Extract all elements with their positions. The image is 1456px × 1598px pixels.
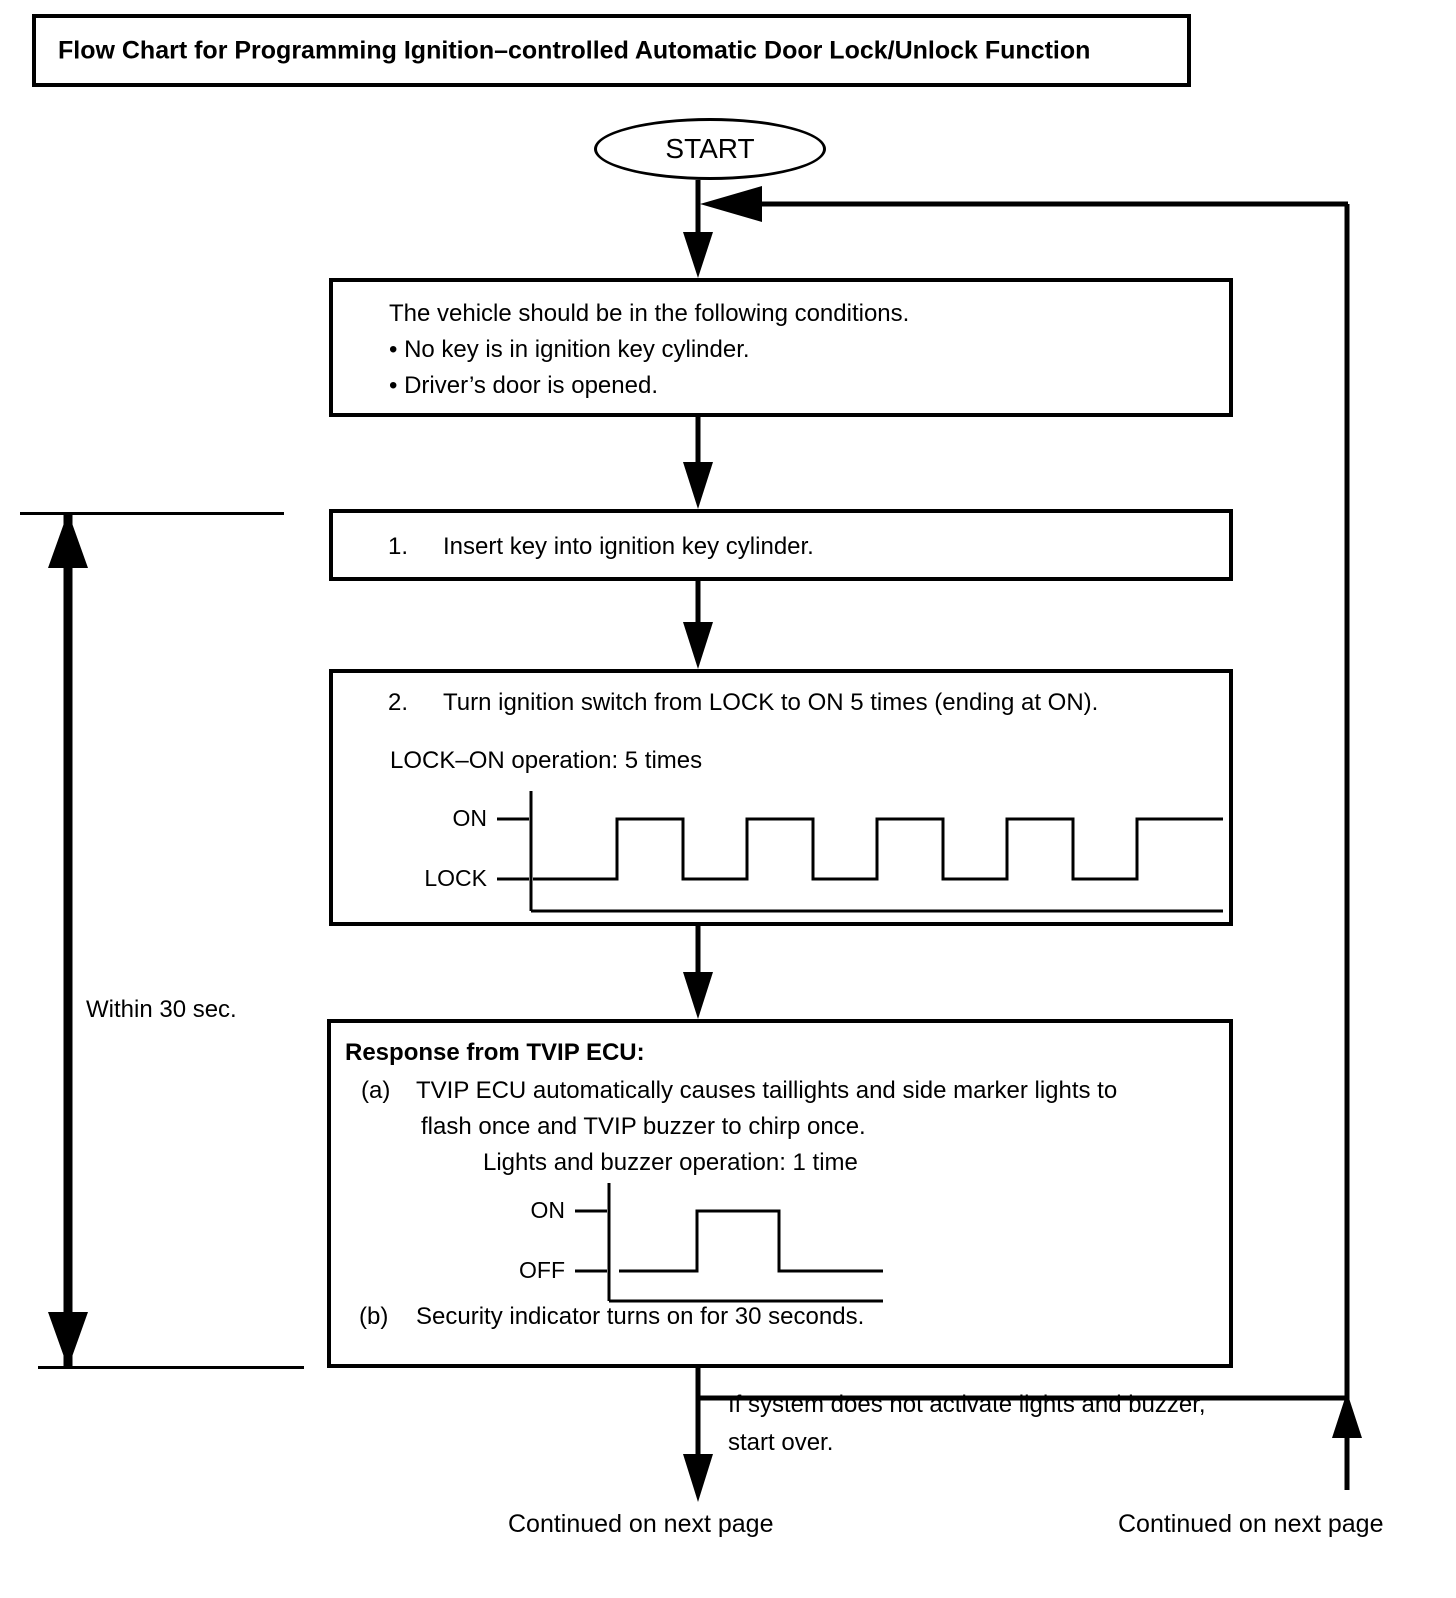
response-b-line-1: Security indicator turns on for 30 secon… xyxy=(416,1303,865,1330)
waveform-svg-lights xyxy=(575,1183,883,1303)
page-title: Flow Chart for Programming Ignition–cont… xyxy=(58,36,1091,64)
continued-next-page-right: Continued on next page xyxy=(1118,1510,1384,1538)
waveform-label-on: ON xyxy=(530,1197,566,1223)
within-30-sec-double-arrow xyxy=(48,512,88,1368)
response-b-marker: (b) xyxy=(359,1303,389,1330)
chart-title-box: Flow Chart for Programming Ignition–cont… xyxy=(32,14,1191,87)
step-1-text: Insert key into ignition key cylinder. xyxy=(443,533,814,560)
step-2-subtitle: LOCK–ON operation: 5 times xyxy=(390,747,703,774)
start-terminator: START xyxy=(594,118,826,180)
conditions-line-3: • Driver’s door is opened. xyxy=(389,372,658,399)
connector-continued-right-up-arrow xyxy=(1332,1392,1362,1490)
connector-conditions-to-step1 xyxy=(683,417,713,509)
bracket-tick-top xyxy=(20,512,284,515)
conditions-line-2: • No key is in ignition key cylinder. xyxy=(389,336,750,363)
restart-note-line-1: If system does not activate lights and b… xyxy=(728,1391,1206,1418)
continued-next-page-left: Continued on next page xyxy=(508,1510,774,1538)
response-box: Response from TVIP ECU: (a) TVIP ECU aut… xyxy=(327,1019,1233,1368)
ignition-switch-waveform: ON LOCK xyxy=(333,673,1237,930)
step-2-text: Turn ignition switch from LOCK to ON 5 t… xyxy=(443,689,1099,716)
waveform-label-lock: LOCK xyxy=(424,865,487,891)
waveform-svg-ignition xyxy=(497,791,1223,913)
start-label: START xyxy=(665,133,755,164)
lights-buzzer-waveform: ON OFF xyxy=(331,1023,1237,1372)
within-30-sec-label: Within 30 sec. xyxy=(86,996,237,1023)
connector-step1-to-step2 xyxy=(683,581,713,669)
conditions-line-1: The vehicle should be in the following c… xyxy=(389,300,910,327)
bracket-tick-bottom xyxy=(38,1366,304,1369)
restart-note: If system does not activate lights and b… xyxy=(728,1386,1206,1462)
step-2-number: 2. xyxy=(388,689,409,716)
connector-feedback-into-main xyxy=(700,186,1348,222)
step-1-number: 1. xyxy=(388,533,409,560)
waveform-label-off: OFF xyxy=(519,1257,565,1283)
conditions-box: The vehicle should be in the following c… xyxy=(329,278,1233,417)
connector-response-to-continued xyxy=(683,1368,713,1502)
step-1-box: 1. Insert key into ignition key cylinder… xyxy=(329,509,1233,581)
response-a-marker: (a) xyxy=(361,1077,391,1104)
waveform-label-on: ON xyxy=(452,805,488,831)
response-a-line-1: TVIP ECU automatically causes taillights… xyxy=(416,1077,1118,1104)
step-2-box: 2. Turn ignition switch from LOCK to ON … xyxy=(329,669,1233,926)
response-heading: Response from TVIP ECU: xyxy=(345,1039,645,1066)
response-a-line-2: flash once and TVIP buzzer to chirp once… xyxy=(421,1113,866,1140)
response-subtitle: Lights and buzzer operation: 1 time xyxy=(483,1149,858,1176)
connector-start-to-conditions xyxy=(683,180,713,278)
restart-note-line-2: start over. xyxy=(728,1429,834,1456)
connector-step2-to-response xyxy=(683,926,713,1019)
